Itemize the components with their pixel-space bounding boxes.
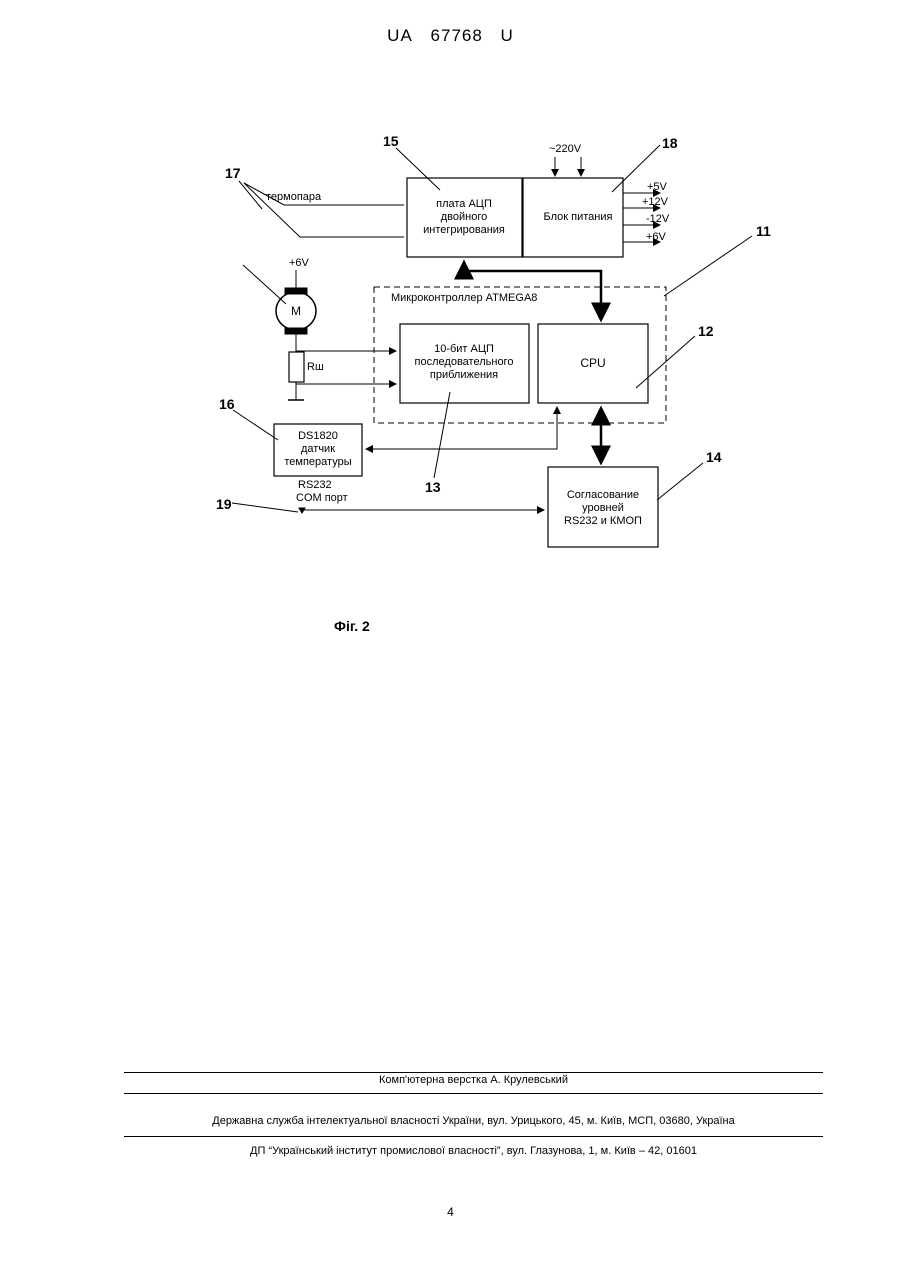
adc10-line-3: приближения — [430, 369, 498, 381]
adc-board-line-1: плата АЦП — [436, 198, 492, 210]
adc-board-line-2: двойного — [441, 211, 487, 223]
motor-label: M — [291, 304, 301, 318]
shunt-resistor — [289, 352, 304, 382]
footer-divider-1 — [124, 1072, 823, 1073]
ds1820-line-2: датчик — [301, 443, 335, 455]
level-shifter-line-1: Согласование — [567, 489, 639, 501]
adc10-line-2: последовательного — [415, 356, 514, 368]
cpu-label: CPU — [580, 356, 605, 370]
ref-15: 15 — [383, 133, 399, 149]
page-number: 4 — [0, 1205, 901, 1219]
leader-17 — [239, 181, 262, 209]
ref-11: 11 — [756, 223, 771, 239]
leader-16 — [233, 410, 278, 440]
level-shifter-line-3: RS232 и КМОП — [564, 515, 642, 527]
cpu-ds1820-line — [366, 407, 557, 449]
footer-divider-2 — [124, 1093, 823, 1094]
footer-divider-3 — [124, 1136, 823, 1137]
ref-17: 17 — [225, 165, 241, 181]
ref-12: 12 — [698, 323, 714, 339]
rs232-label: RS232 — [298, 479, 332, 491]
thermocouple-label: термопара — [266, 191, 322, 203]
ref-19: 19 — [216, 496, 232, 512]
adc-board-line-3: интегрирования — [423, 224, 505, 236]
leader-11 — [664, 236, 752, 296]
ref-16: 16 — [219, 396, 235, 412]
adc10-line-1: 10-бит АЦП — [434, 343, 494, 355]
mcu-label: Микроконтроллер ATMEGA8 — [391, 292, 537, 304]
leader-motor — [243, 265, 286, 304]
footer-service: Державна служба інтелектуальної власност… — [124, 1115, 823, 1127]
leader-14 — [657, 463, 703, 500]
leader-19 — [232, 503, 298, 512]
leader-15 — [396, 148, 440, 190]
psu-out-12v-label: +12V — [642, 196, 669, 208]
ref-13: 13 — [425, 479, 441, 495]
footer-institute: ДП “Український інститут промислової вла… — [124, 1145, 823, 1157]
ref-18: 18 — [662, 135, 678, 151]
psu-out-5v-label: +5V — [647, 181, 668, 193]
block-diagram: 15 18 17 11 12 16 13 14 19 термопара пла… — [0, 0, 901, 700]
footer-typesetting: Комп'ютерна верстка А. Крулевський — [124, 1074, 823, 1086]
ds1820-line-3: температуры — [284, 456, 351, 468]
ref-14: 14 — [706, 449, 722, 465]
shunt-label: Rш — [307, 361, 324, 373]
level-shifter-line-2: уровней — [582, 502, 624, 514]
adc-board-cpu-bus — [464, 262, 601, 320]
psu-out-6v-label: +6V — [646, 231, 667, 243]
com-port-label: COM порт — [296, 492, 348, 504]
ds1820-line-1: DS1820 — [298, 430, 338, 442]
psu-out-m12v-label: -12V — [646, 213, 670, 225]
motor-supply-label: +6V — [289, 257, 310, 269]
psu-label: Блок питания — [544, 211, 613, 223]
leader-13 — [434, 392, 450, 478]
figure-caption: Фіг. 2 — [334, 618, 370, 634]
psu-input-label: ~220V — [549, 143, 582, 155]
